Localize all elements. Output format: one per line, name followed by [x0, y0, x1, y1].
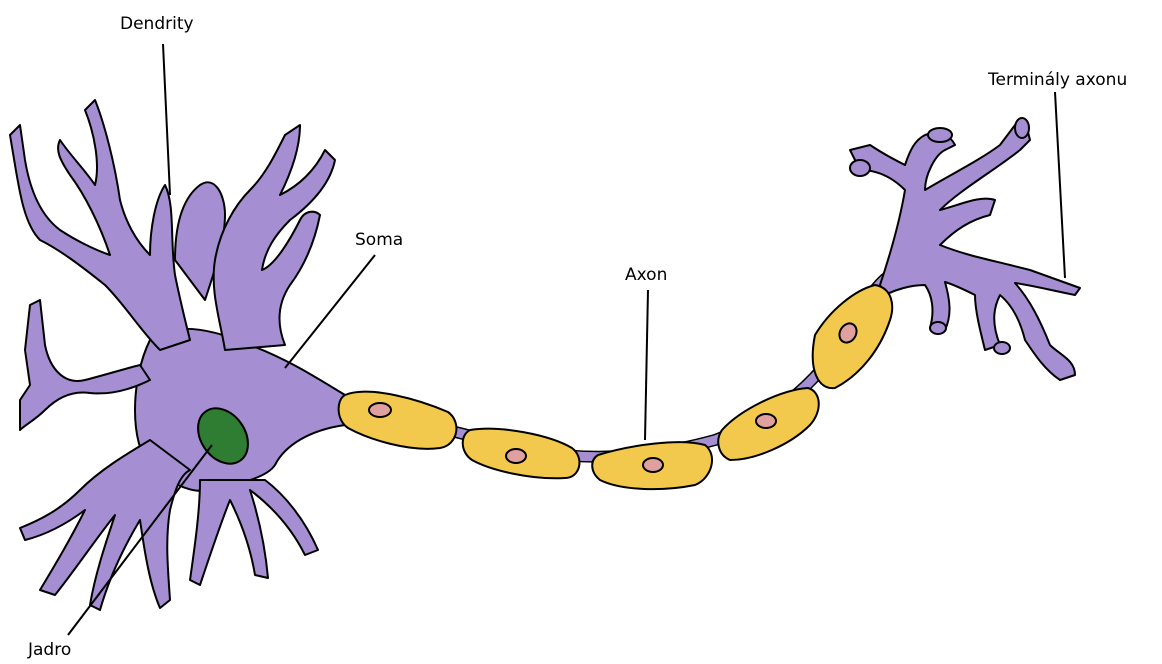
terminal-bulb-2: [928, 128, 952, 142]
schwann-nucleus-1: [369, 403, 391, 417]
myelin-segment-1: [339, 392, 457, 449]
axon-terminals: [850, 120, 1080, 380]
dendrite-lower-left: [20, 440, 190, 610]
dendrite-upper-right: [214, 125, 335, 350]
leader-terminals: [1055, 92, 1065, 278]
dendrite-left: [20, 300, 150, 430]
schwann-nucleus-4: [756, 414, 776, 428]
label-dendrites: Dendrity: [120, 14, 194, 34]
label-nucleus: Jadro: [28, 640, 71, 660]
schwann-nucleus-2: [506, 449, 526, 463]
terminal-bulb-1: [850, 160, 870, 176]
terminal-bulb-3: [1015, 118, 1029, 138]
schwann-nucleus-3: [643, 458, 663, 472]
terminal-bulb-5: [930, 322, 946, 334]
dendrite-lower-right: [190, 480, 318, 585]
label-terminals: Terminály axonu: [988, 70, 1127, 90]
label-axon: Axon: [625, 265, 667, 285]
terminal-bulb-4: [994, 342, 1010, 354]
leader-dendrites: [163, 44, 170, 195]
label-soma: Soma: [355, 230, 403, 250]
leader-axon: [645, 290, 648, 440]
